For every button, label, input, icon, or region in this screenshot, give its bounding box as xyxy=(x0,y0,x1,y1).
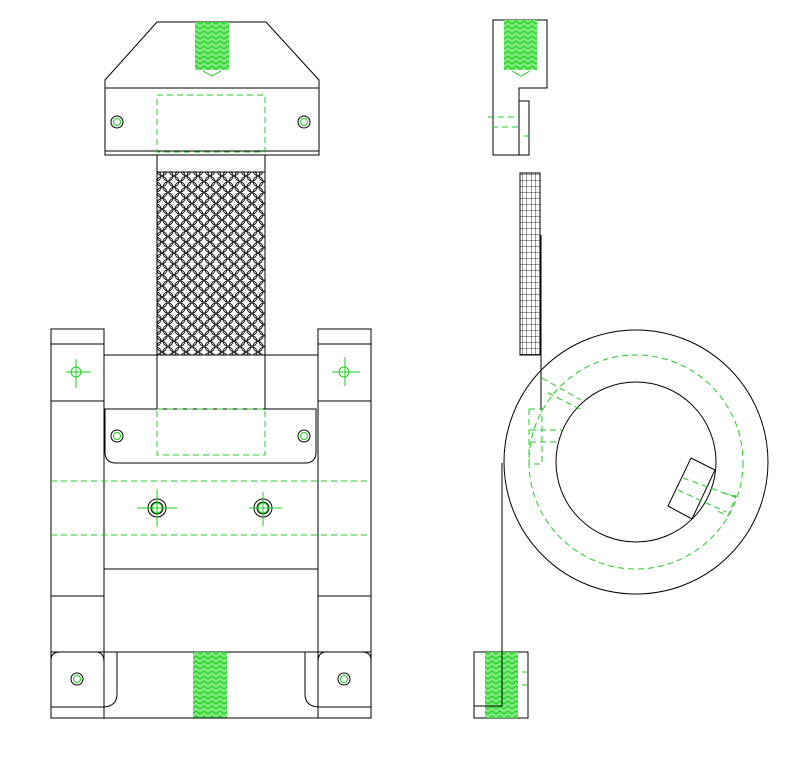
side-clamp-tab xyxy=(518,100,530,156)
bottom-thread xyxy=(193,652,227,718)
thread-tip xyxy=(202,70,222,77)
pocket-corner xyxy=(317,651,372,663)
hole-crosshair-icon xyxy=(332,357,360,386)
pocket-corner xyxy=(50,651,105,663)
mesh-pad xyxy=(156,171,266,356)
bolt-icon xyxy=(137,489,177,527)
side-view xyxy=(473,19,769,719)
side-mesh-pad xyxy=(519,172,541,356)
hole-crosshair-icon xyxy=(66,359,91,388)
screw-icon xyxy=(110,429,124,443)
pocket-edge xyxy=(103,652,118,708)
pocket-edge xyxy=(304,652,319,708)
ring-clamp-block xyxy=(667,457,716,520)
bolt-icon xyxy=(249,492,282,526)
ring-outer xyxy=(503,329,769,595)
front-plate xyxy=(104,408,317,464)
hidden-anchor xyxy=(714,492,737,517)
hidden-anchor xyxy=(528,408,543,465)
ring-hidden-circle xyxy=(528,354,744,570)
screw-icon xyxy=(110,115,124,129)
front-view xyxy=(50,21,372,719)
screw-icon xyxy=(70,672,84,686)
top-thread xyxy=(195,22,229,70)
right-column xyxy=(317,328,372,719)
thread-tip xyxy=(511,70,531,77)
side-top-thread xyxy=(504,20,537,70)
ring-inner xyxy=(555,381,717,543)
hidden-slot xyxy=(156,94,266,153)
hidden-slot xyxy=(156,408,266,456)
screw-icon xyxy=(337,672,351,686)
screw-icon xyxy=(297,115,311,129)
left-column xyxy=(50,328,105,719)
screw-icon xyxy=(297,429,311,443)
